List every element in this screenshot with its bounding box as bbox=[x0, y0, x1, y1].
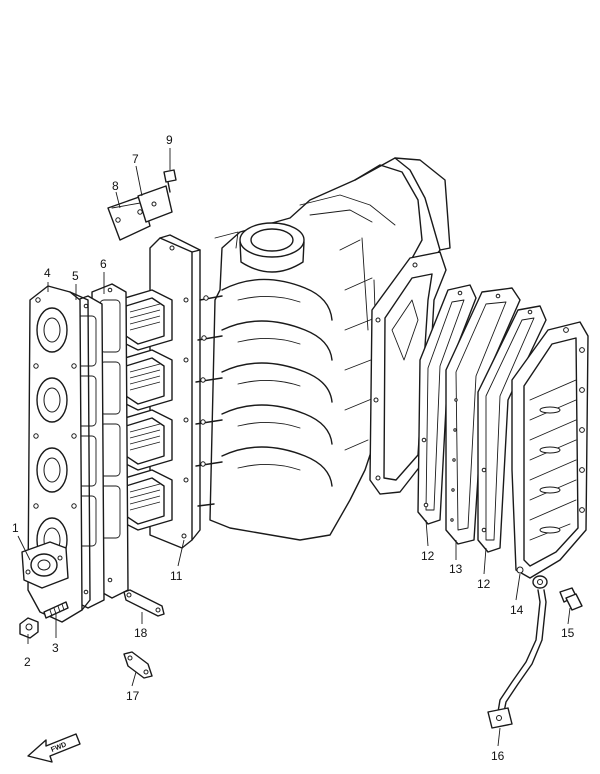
callout-12-left: 12 bbox=[421, 549, 435, 563]
callout-8: 8 bbox=[112, 179, 119, 193]
reed-block-3 bbox=[117, 409, 173, 471]
exhaust-cover-14 bbox=[511, 321, 589, 579]
callout-13: 13 bbox=[449, 562, 463, 576]
nut-2 bbox=[19, 617, 39, 639]
callout-4: 4 bbox=[44, 266, 51, 280]
reed-valve-assembly bbox=[117, 234, 201, 549]
callout-14: 14 bbox=[510, 603, 524, 617]
fuel-fitting-flange-1 bbox=[21, 541, 69, 589]
bolt-15 bbox=[559, 587, 583, 611]
cylinder-block bbox=[195, 157, 451, 541]
ground-wire-16 bbox=[487, 575, 548, 729]
callout-2: 2 bbox=[24, 655, 31, 669]
clip-18 bbox=[123, 589, 165, 617]
callout-3: 3 bbox=[52, 641, 59, 655]
reed-stopper-8 bbox=[107, 195, 151, 241]
callout-6: 6 bbox=[100, 257, 107, 271]
screw-9 bbox=[163, 169, 177, 193]
intake-manifold-4 bbox=[27, 285, 91, 623]
reed-plate-7 bbox=[137, 185, 173, 223]
callout-7: 7 bbox=[132, 152, 139, 166]
stud-bolt-3 bbox=[43, 601, 69, 619]
callout-9: 9 bbox=[166, 133, 173, 147]
callout-5: 5 bbox=[72, 269, 79, 283]
clip-17 bbox=[123, 651, 153, 679]
callout-18: 18 bbox=[134, 626, 148, 640]
callout-1: 1 bbox=[12, 521, 19, 535]
callout-labels: 1 2 3 4 5 6 7 8 9 11 12 13 12 14 15 16 1… bbox=[12, 133, 575, 763]
callout-17: 17 bbox=[126, 689, 140, 703]
forward-arrow-icon: FWD bbox=[27, 733, 81, 763]
callout-16: 16 bbox=[491, 749, 505, 763]
callout-12-right: 12 bbox=[477, 577, 491, 591]
callout-11: 11 bbox=[170, 569, 183, 583]
leader-lines bbox=[17, 148, 571, 747]
callout-15: 15 bbox=[561, 626, 575, 640]
exhaust-gasket-12-right bbox=[477, 305, 547, 553]
